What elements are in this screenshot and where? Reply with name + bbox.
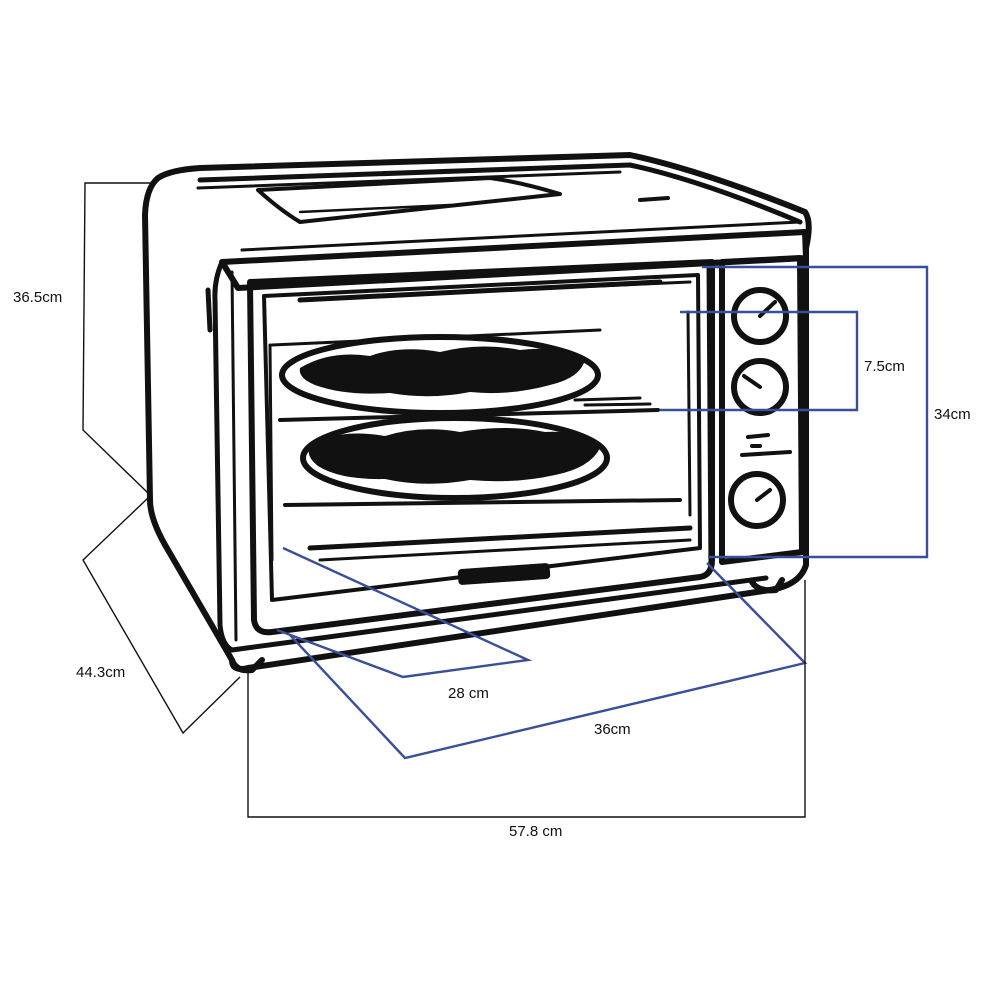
indicator-light xyxy=(740,433,792,457)
outer-dimension-lines xyxy=(82,182,806,818)
outer-height-line xyxy=(82,182,155,494)
lower-pizza-crust xyxy=(300,415,610,501)
side-panel xyxy=(212,259,235,653)
upper-rack-rail xyxy=(573,396,652,407)
upper-pizza-toppings xyxy=(299,346,585,397)
top-vent-line xyxy=(298,203,452,214)
door-frame xyxy=(247,259,715,636)
inner-dimension-guides xyxy=(276,265,929,760)
rack-spacing-guide xyxy=(660,310,859,412)
inner-depth-guide xyxy=(276,546,533,679)
timer-knob xyxy=(728,471,786,529)
inner-height-guide xyxy=(702,265,929,559)
outer-width-label: 57.8 cm xyxy=(509,823,562,840)
upper-pizza-detail xyxy=(328,361,572,374)
temperature-knob-pointer xyxy=(758,300,777,318)
control-panel xyxy=(719,255,805,565)
lower-pizza-detail xyxy=(338,442,587,454)
lower-rack xyxy=(283,498,682,507)
door-window xyxy=(262,273,702,602)
outer-depth-label: 44.3cm xyxy=(76,664,125,681)
outer-height-label: 36.5cm xyxy=(13,289,62,306)
door-handle-bottom-2 xyxy=(318,538,692,562)
lower-pizza-toppings xyxy=(308,428,600,484)
interior-wall-right xyxy=(686,310,692,517)
inner-depth-label: 28 cm xyxy=(448,685,489,702)
rack-spacing-label: 7.5cm xyxy=(864,358,905,375)
temperature-knob xyxy=(731,287,789,345)
door-handle-bottom xyxy=(307,525,693,551)
oven-base xyxy=(229,575,769,653)
function-knob xyxy=(731,358,789,416)
door-handle-top-2 xyxy=(364,280,692,298)
oven-body-outline xyxy=(142,152,812,672)
pizza-icon xyxy=(279,334,601,416)
outer-width-line xyxy=(247,580,806,818)
foot-left xyxy=(229,657,265,674)
outer-depth-line xyxy=(82,497,241,735)
inner-height-label: 34cm xyxy=(934,406,971,423)
interior-wall-left xyxy=(268,343,274,562)
foot-right xyxy=(749,577,785,594)
front-frame-stripe xyxy=(240,220,802,252)
oven-top-edge xyxy=(197,162,803,225)
side-panel-inner xyxy=(230,270,238,642)
upper-pizza-crust xyxy=(279,334,601,416)
pizza-icon xyxy=(300,415,610,501)
inner-width-guide xyxy=(289,562,808,760)
timer-knob-pointer xyxy=(755,488,772,502)
side-handle xyxy=(205,287,213,333)
top-vent-panel xyxy=(256,176,562,224)
oven-top-stripe xyxy=(196,170,622,190)
inner-width-label: 36cm xyxy=(594,721,631,738)
dimension-labels: 36.5cm 44.3cm 57.8 cm 34cm 7.5cm 28 cm 3… xyxy=(13,289,971,840)
door-handle-grip xyxy=(457,563,551,585)
top-handle-slot xyxy=(638,196,670,202)
control-panel-divider xyxy=(706,262,712,570)
toaster-oven-icon xyxy=(142,152,812,674)
function-knob-pointer xyxy=(742,374,762,389)
